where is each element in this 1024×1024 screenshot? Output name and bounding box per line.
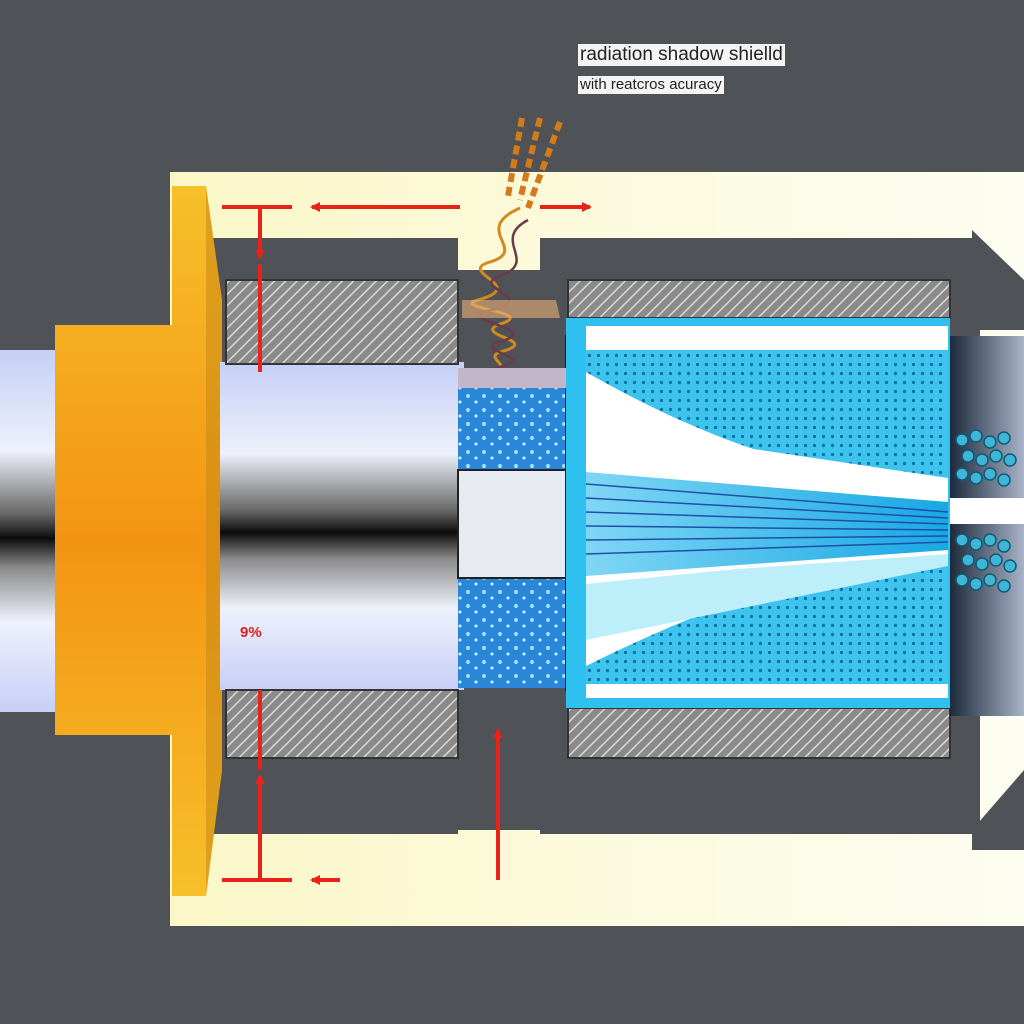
shield-block-upper-left [225,279,459,365]
shield-block-upper-right [567,279,951,319]
diagram-subtitle: with reatcros acuracy [578,76,724,94]
reactor-chamber [566,318,950,708]
coolant-gap [457,335,585,691]
shield-block-lower-right [567,707,951,759]
diagram-title: radiation shadow shielld [578,44,785,66]
percent-label: 9% [240,624,262,641]
main-cylinder [220,362,464,690]
flange [55,186,222,896]
exit-port [950,336,1024,716]
flow-arrows [222,202,990,885]
heat-wave-icon [458,117,566,388]
shield-block-lower-left [225,689,459,759]
